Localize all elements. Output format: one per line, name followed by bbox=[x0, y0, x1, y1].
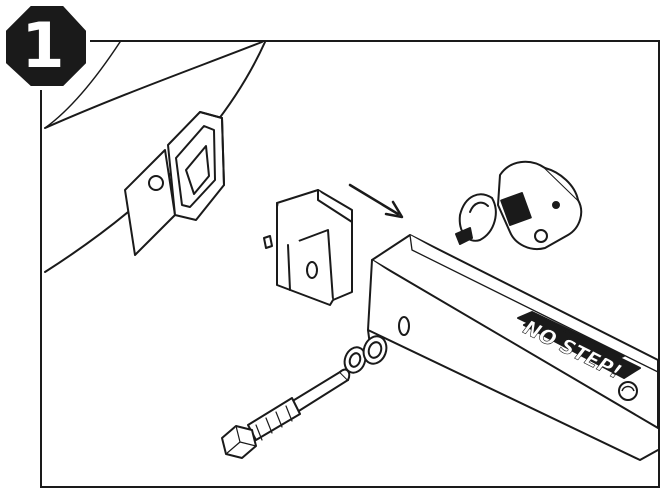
assembly-arrow-icon bbox=[348, 183, 404, 219]
hitch-bolt bbox=[221, 368, 351, 459]
washers bbox=[343, 335, 388, 374]
hitch-lock bbox=[455, 160, 583, 250]
step-number-badge: 1 bbox=[0, 0, 92, 92]
hitch-receiver bbox=[124, 111, 225, 256]
square-tube bbox=[367, 234, 659, 461]
step-number: 1 bbox=[21, 9, 65, 82]
anti-rattle-clip bbox=[263, 189, 353, 306]
product-logo-plate bbox=[517, 311, 641, 379]
illustration-frame bbox=[40, 40, 660, 488]
